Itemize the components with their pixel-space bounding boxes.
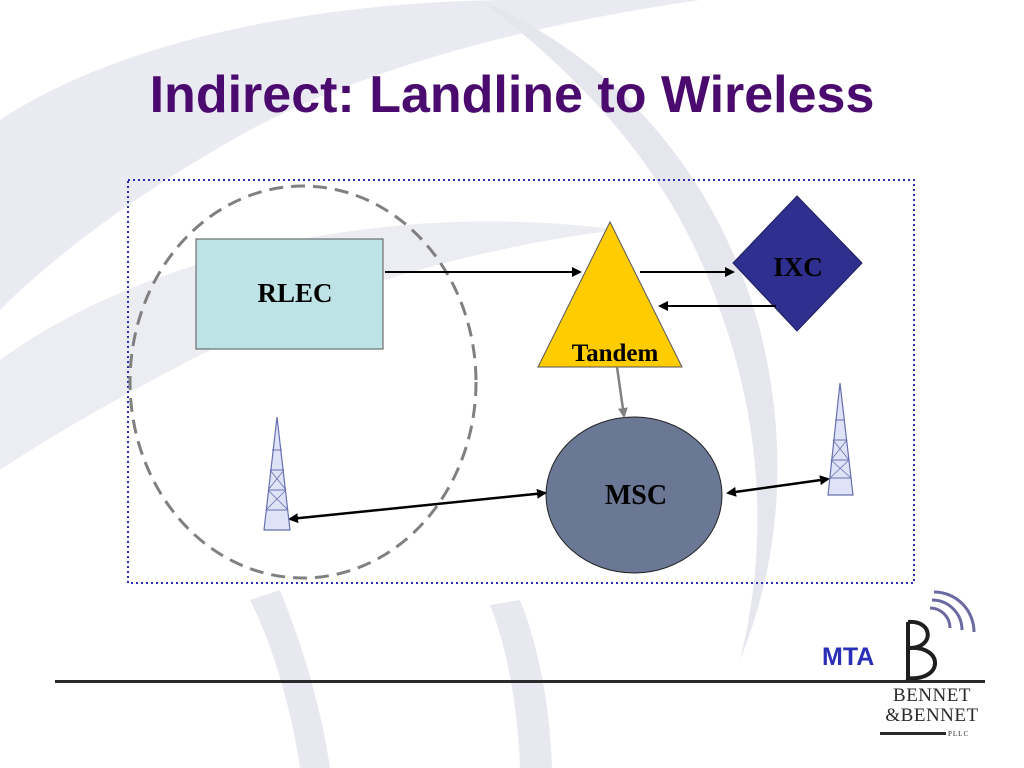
msc-label: MSC: [605, 480, 667, 511]
diagram-frame: [127, 179, 915, 584]
arrow-tower-msc: [288, 488, 547, 524]
ixc-label: IXC: [773, 252, 823, 282]
bennet-logo-icon: [905, 590, 976, 681]
footer-rule: [55, 680, 985, 683]
rlec-box: [195, 238, 384, 350]
arrow-msc-tower: [726, 475, 830, 497]
tandem-triangle: [537, 220, 683, 368]
firm-underline: [880, 732, 946, 735]
ixc-diamond: [732, 195, 863, 332]
cell-tower-icon: [827, 382, 854, 496]
local-area-ellipse: [128, 184, 478, 580]
rlec-label: RLEC: [257, 278, 332, 308]
page-title: Indirect: Landline to Wireless: [149, 66, 875, 124]
arrow-tandem-to-msc: [615, 366, 628, 418]
tandem-label: Tandem: [572, 340, 659, 367]
firm-name-line1: BENNET: [893, 685, 971, 706]
firm-name-line2: &BENNET: [885, 705, 979, 726]
firm-suffix: PLLC: [948, 730, 970, 738]
mta-tag: MTA: [822, 643, 875, 671]
cell-tower-icon: [263, 416, 291, 531]
